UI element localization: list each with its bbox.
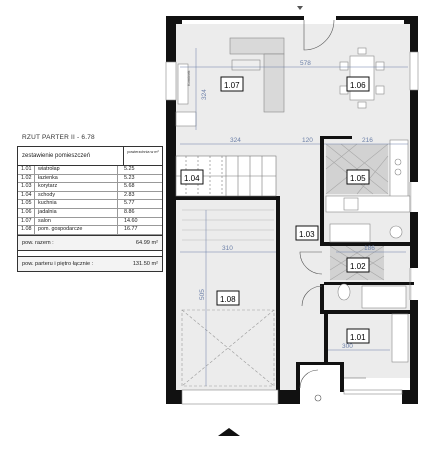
entrance-step-marker [314, 394, 322, 402]
table-header: zestawienie pomieszczeń powierzchnia w m… [18, 147, 162, 166]
room-number: 1.05 [18, 200, 35, 208]
room-tag-1.04: 1.04 [180, 169, 204, 185]
north-marker-icon [297, 6, 303, 10]
room-number: 1.03 [18, 183, 35, 191]
room-area: 5.25 [117, 166, 162, 174]
room-area: 8.86 [117, 208, 162, 217]
table-row: 1.06 jadalnia 8.86 [18, 208, 162, 218]
room-number: 1.07 [18, 217, 35, 226]
dimension-216: 216 [362, 137, 373, 144]
room-name: wiatrołap [38, 166, 60, 172]
table-spacer [18, 249, 162, 256]
room-area: 2.83 [117, 191, 162, 200]
room-tag-label: 1.02 [350, 262, 366, 271]
dimension-120: 120 [302, 137, 313, 144]
room-area: 16.77 [117, 226, 162, 234]
room-area: 5.77 [117, 200, 162, 208]
dimension-505: 505 [199, 289, 206, 300]
door-swings [299, 19, 411, 389]
dimension-324-vertical: 324 [201, 89, 208, 100]
dimension-lines [180, 48, 408, 386]
room-tag-1.08: 1.08 [216, 290, 240, 306]
room-number: 1.01 [18, 166, 35, 174]
table-row: 1.01 wiatrołap 5.25 [18, 166, 162, 175]
area-total-label: pow. parteru i piętro łącznie : [22, 260, 94, 267]
room-name: pom. gospodarcze [38, 226, 83, 233]
outside-right-bottom [344, 378, 412, 392]
sofa [229, 37, 285, 113]
room-number: 1.06 [18, 208, 35, 217]
entrance-landing [300, 364, 344, 394]
room-schedule-table: zestawienie pomieszczeń powierzchnia w m… [17, 146, 163, 272]
room-number: 1.02 [18, 174, 35, 183]
room-name: łazienka [38, 174, 58, 181]
room-name: schody [38, 191, 56, 198]
room-tag-label: 1.01 [350, 333, 366, 342]
room-tag-label: 1.08 [220, 295, 236, 304]
area-sum-value: 64.99 m² [135, 239, 158, 246]
kitchen-counter [325, 139, 411, 213]
room-tag-label: 1.04 [184, 174, 200, 183]
dimension-300: 300 [342, 343, 353, 350]
kitchen-tiles [325, 143, 389, 195]
room-tag-label: 1.03 [299, 230, 315, 239]
table-row: 1.02 łazienka 5.23 [18, 174, 162, 184]
tv-cabinet [177, 63, 189, 105]
area-total-value: 131.50 m² [132, 260, 158, 267]
room-tag-label: 1.05 [350, 174, 366, 183]
dimension-324-horizontal: 324 [230, 137, 241, 144]
room-name: jadalnia [38, 208, 57, 215]
room-name: kuchnia [38, 200, 57, 207]
table-row: 1.04 schody 2.83 [18, 191, 162, 201]
room-tag-label: 1.06 [350, 81, 366, 90]
room-tag-1.03: 1.03 [295, 225, 319, 241]
table-row: 1.07 salon 14.60 [18, 217, 162, 227]
room-tag-label: 1.07 [224, 81, 240, 90]
bathroom-fixtures [329, 223, 407, 309]
dimension-578: 578 [300, 60, 311, 67]
wardrobe [391, 313, 409, 363]
room-number: 1.08 [18, 226, 35, 234]
utility-room-marking [181, 209, 275, 387]
entrance-arrow-icon [218, 428, 240, 436]
table-row: 1.03 korytarz 5.68 [18, 183, 162, 192]
room-area: 5.23 [117, 174, 162, 183]
dimension-310: 310 [222, 245, 233, 252]
dimension-186: 186 [364, 245, 375, 252]
header-room-area: powierzchnia w m² [123, 147, 162, 165]
table-row: 1.05 kuchnia 5.77 [18, 200, 162, 209]
fireplace-note: Kominek [186, 70, 191, 86]
table-row: 1.08 pom. gospodarcze 16.77 [18, 226, 162, 235]
area-total-row: pow. parteru i piętro łącznie : 131.50 m… [18, 255, 162, 271]
room-name: korytarz [38, 183, 58, 190]
area-sum-row: pow. razem : 64.99 m² [18, 234, 162, 250]
header-room-name: zestawienie pomieszczeń [22, 153, 91, 159]
room-tag-1.01: 1.01 [346, 328, 370, 344]
room-name: salon [38, 217, 51, 224]
room-number: 1.04 [18, 191, 35, 200]
room-area: 14.60 [117, 217, 162, 226]
room-tag-1.06: 1.06 [346, 76, 370, 92]
fireplace [175, 111, 197, 127]
room-tag-1.07: 1.07 [220, 76, 244, 92]
room-tag-1.02: 1.02 [346, 257, 370, 273]
room-tag-1.05: 1.05 [346, 169, 370, 185]
walls [166, 16, 418, 404]
area-sum-label: pow. razem : [22, 239, 54, 246]
windows [165, 51, 419, 405]
plan-title: RZUT PARTER II - 6.78 [22, 134, 95, 141]
room-area: 5.68 [117, 183, 162, 191]
